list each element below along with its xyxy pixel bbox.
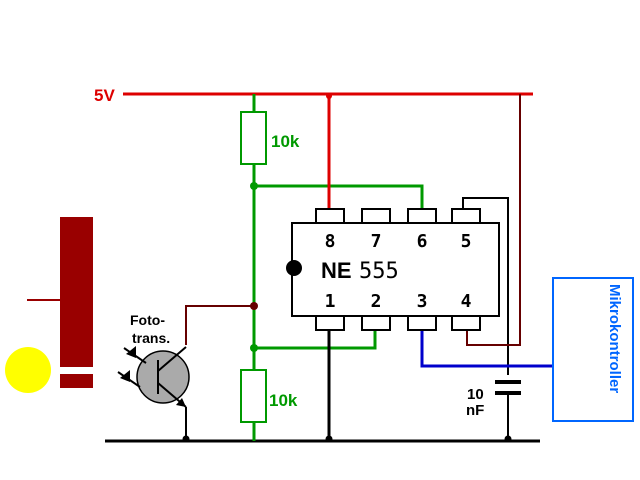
junction-dot [250,182,258,190]
collector-wire [185,305,254,345]
resistor-bottom [240,369,267,423]
phototransistor-label-1: Foto- [130,312,165,328]
capacitor-unit: nF [466,402,484,419]
chip-label-ne: NE [321,258,352,283]
resistor-top [240,111,267,165]
pin-1 [315,315,345,331]
pin-2 [361,315,391,331]
junction-dot [325,435,333,443]
pin-6 [407,208,437,224]
junction-dot [250,302,258,310]
microcontroller-box [552,277,634,422]
pin6-wire [254,184,424,209]
led-icon [5,347,51,393]
light-arrow-icon [126,346,136,358]
junction-dot [326,93,332,99]
phototransistor-icon [136,350,190,404]
phototransistor-label-2: trans. [132,330,170,346]
junction-dot [250,344,258,352]
resistor-top-label: 10k [271,132,300,151]
pin-label: 1 [325,291,336,312]
slot-gap [60,367,93,374]
pin4-wire [466,94,521,346]
pin-label: 3 [417,291,428,312]
pin-label: 6 [417,231,428,252]
light-arrow-icon [120,370,130,382]
output-wire [420,330,553,368]
pin-3 [407,315,437,331]
pin-label: 8 [325,231,336,252]
pin-label: 4 [461,291,472,312]
slot-bar-lower [60,374,93,388]
pin5-wire [462,197,509,375]
notch-icon [286,260,302,276]
pin-5 [451,208,481,224]
microcontroller-label: Mikrokontroller [606,284,623,393]
collector-leg [157,346,187,372]
supply-label: 5V [94,86,115,105]
pin-8 [315,208,345,224]
pin-label: 5 [461,231,472,252]
ne555-chip: NE 555 8 7 6 5 1 2 3 4 [286,208,500,331]
pin2-wire [254,330,377,350]
emitter-arrow-icon [176,398,186,407]
capacitor-value: 10 [467,386,484,403]
resistor-bottom-label: 10k [269,391,298,410]
junction-dot [504,435,512,443]
pin-4 [451,315,481,331]
slot-bar [60,217,93,367]
pin-label: 7 [371,231,382,252]
pin-label: 2 [371,291,382,312]
pin-7 [361,208,391,224]
chip-label-555: 555 [359,259,399,284]
junction-dot [182,435,190,443]
